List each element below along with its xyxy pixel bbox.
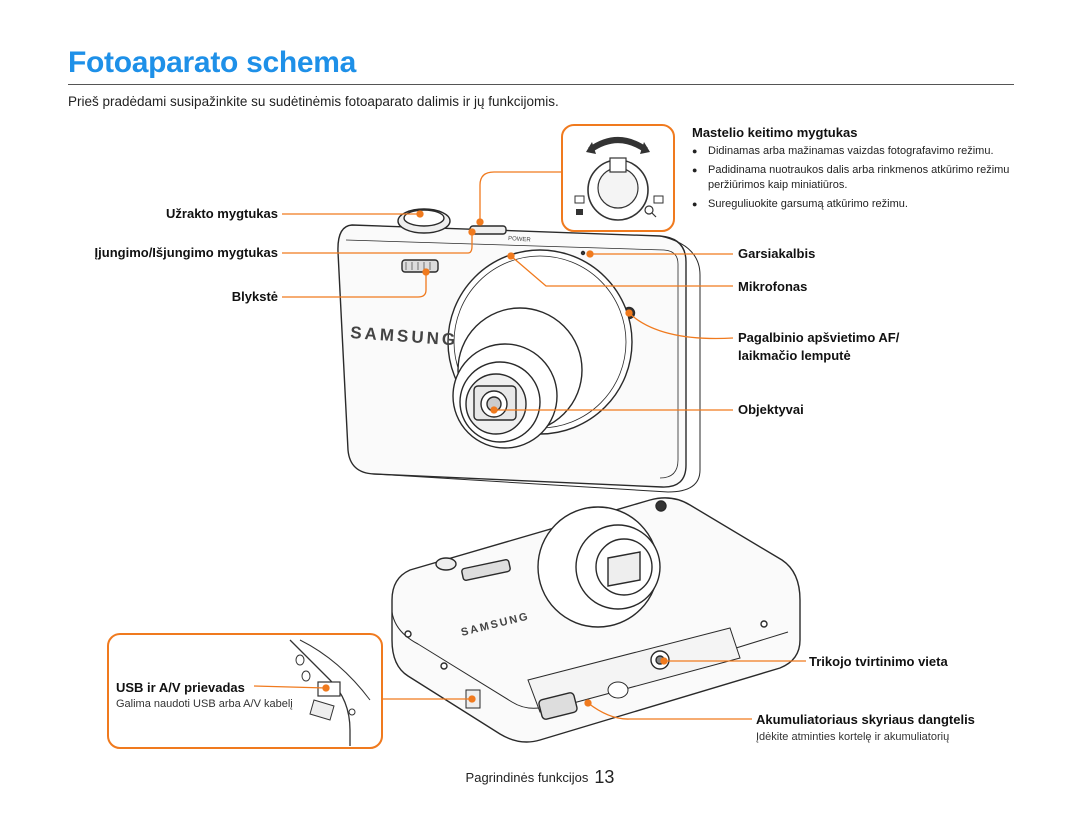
footer-section-name: Pagrindinės funkcijos [465, 770, 589, 785]
front-callouts [282, 171, 734, 414]
shutter-button-label: Užrakto mygtukas [166, 206, 278, 221]
zoom-bullet-list: Didinamas arba mažinamas vaizdas fotogra… [692, 144, 1012, 216]
tripod-mount-label: Trikojo tvirtinimo vieta [809, 654, 948, 669]
page-number: 13 [594, 767, 615, 787]
battery-cover-label: Akumuliatoriaus skyriaus dangtelis [756, 712, 975, 727]
page-title: Fotoaparato schema [68, 46, 357, 79]
intro-text: Prieš pradėdami susipažinkite su sudėtin… [68, 94, 559, 109]
af-lamp-label-line1: Pagalbinio apšvietimo AF/ [738, 330, 900, 345]
zoom-bullet-1: Didinamas arba mažinamas vaizdas fotogra… [692, 144, 1012, 159]
speaker-label: Garsiakalbis [738, 246, 816, 261]
usb-port-label: USB ir A/V prievadas [116, 680, 245, 695]
zoom-lever-inset [561, 124, 675, 232]
zoom-bullet-3: Sureguliuokite garsumą atkūrimo režimu. [692, 197, 1012, 212]
power-button-label: Įjungimo/Išjungimo mygtukas [94, 245, 278, 260]
power-marking: POWER [508, 236, 532, 244]
lens-label: Objektyvai [738, 402, 804, 417]
front-camera-illustration: POWER [337, 208, 701, 493]
title-rule [68, 84, 1014, 85]
flash-label: Blykstė [231, 289, 278, 304]
af-lamp-label-line2: laikmačio lemputė [738, 348, 851, 363]
battery-cover-note: Įdėkite atminties kortelę ir akumuliator… [756, 731, 950, 743]
bottom-callouts [253, 657, 806, 720]
page-footer: Pagrindinės funkcijos 13 [0, 767, 1080, 788]
usb-port-inset [107, 633, 383, 749]
bottom-camera-illustration [391, 497, 801, 743]
usb-port-note: Galima naudoti USB arba A/V kabelį [116, 698, 293, 710]
microphone-label: Mikrofonas [738, 279, 808, 294]
zoom-bullet-2: Padidinama nuotraukos dalis arba rinkmen… [692, 163, 1012, 193]
zoom-button-label: Mastelio keitimo mygtukas [692, 125, 858, 140]
